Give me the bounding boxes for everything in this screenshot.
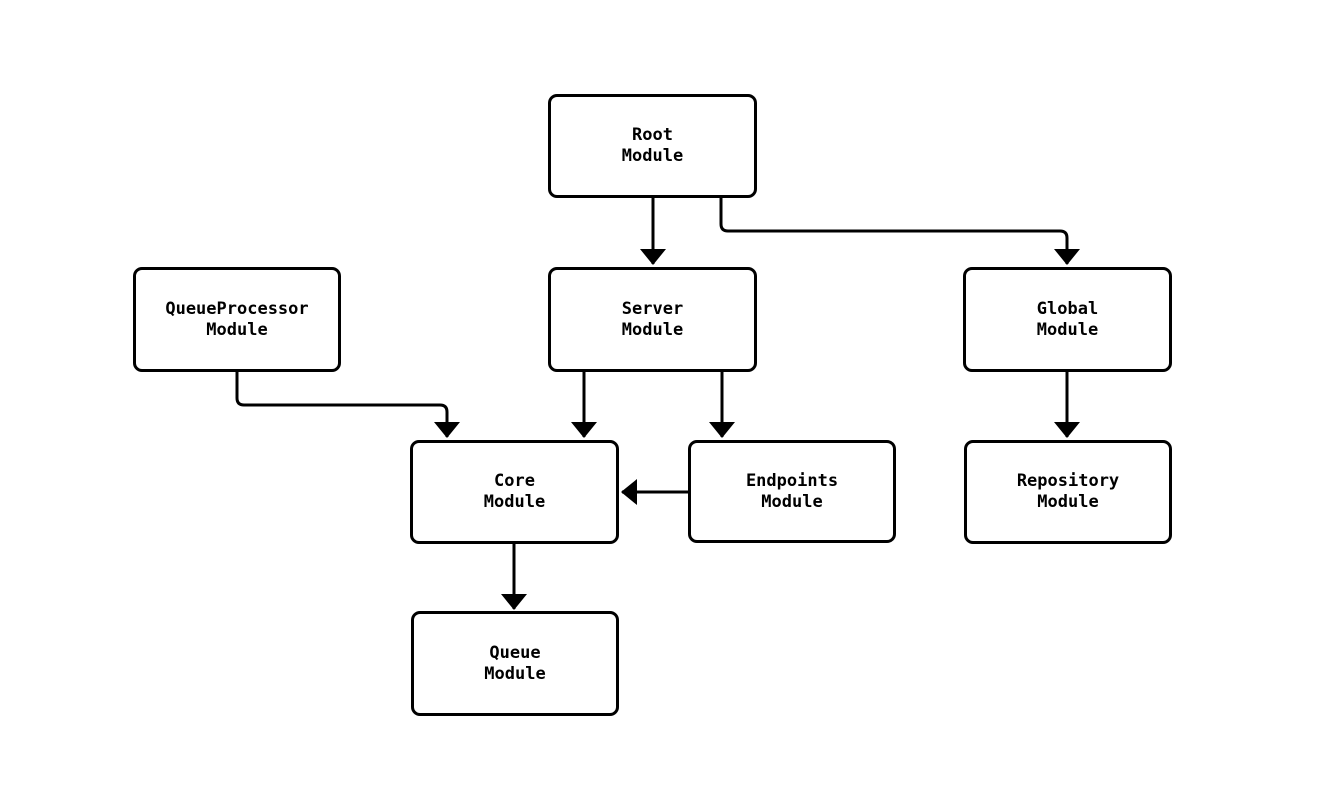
node-root-module: Root Module [548,94,757,198]
node-queueprocessor-module-label: QueueProcessor Module [165,298,309,340]
node-queue-module: Queue Module [411,611,619,716]
node-core-module: Core Module [410,440,619,544]
node-server-module: Server Module [548,267,757,372]
node-server-module-label: Server Module [621,298,684,340]
node-queue-module-label: Queue Module [484,642,546,684]
node-core-module-label: Core Module [483,471,546,512]
node-global-module: Global Module [963,267,1172,372]
node-repository-module-label: Repository Module [1016,471,1120,512]
node-endpoints-module-label: Endpoints Module [745,470,839,512]
edge-root-to-global [719,198,1080,265]
node-global-module-label: Global Module [1036,298,1099,340]
node-queueprocessor-module: QueueProcessor Module [133,267,341,372]
edge-queueprocessor-to-core [235,372,460,438]
node-repository-module: Repository Module [964,440,1172,544]
node-endpoints-module: Endpoints Module [688,440,896,543]
node-root-module-label: Root Module [621,125,684,166]
